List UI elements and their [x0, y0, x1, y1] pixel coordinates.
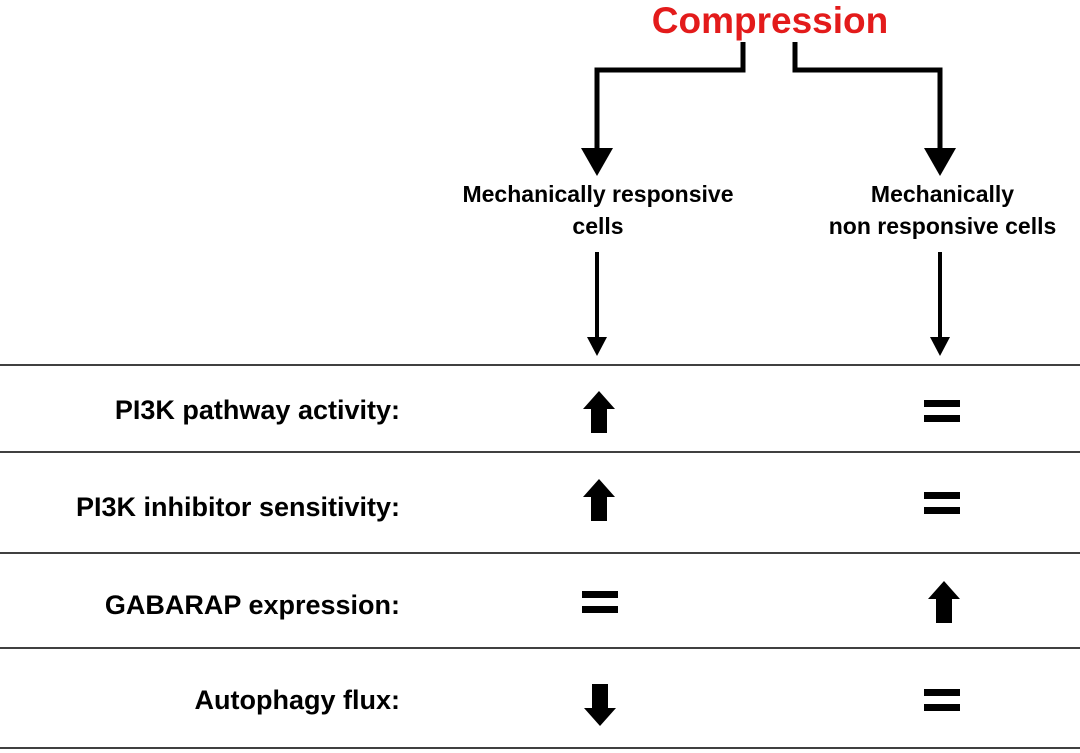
branch-right-connector — [792, 42, 943, 150]
row-label-autophagy: Autophagy flux: — [194, 685, 400, 715]
row-label-pi3k-activity: PI3K pathway activity: — [114, 395, 400, 425]
down-arrow-icon — [584, 684, 616, 726]
up-arrow-icon — [928, 581, 960, 623]
equals-icon — [924, 492, 960, 514]
equals-icon — [924, 689, 960, 711]
equals-icon — [924, 400, 960, 422]
up-arrow-icon — [583, 479, 615, 521]
branch-right-arrowhead — [924, 148, 956, 176]
up-arrow-icon — [583, 391, 615, 433]
diagram-title: Compression — [651, 0, 889, 41]
row-label-pi3k-inhibitor: PI3K inhibitor sensitivity: — [75, 492, 400, 522]
column-arrow-right-head — [930, 337, 950, 356]
row-label-gabarap: GABARAP expression: — [104, 590, 400, 620]
column-header-line: non responsive cells — [828, 213, 1057, 239]
column-arrow-left-head — [587, 337, 607, 356]
equals-icon — [582, 591, 618, 613]
column-header-responsive: Mechanically responsive cells — [418, 178, 778, 242]
column-header-line: Mechanically — [870, 181, 1015, 207]
branch-left-connector — [594, 42, 746, 150]
column-header-line: Mechanically responsive — [462, 181, 734, 207]
column-header-non-responsive: Mechanically non responsive cells — [800, 178, 1080, 242]
branch-left-arrowhead — [581, 148, 613, 176]
column-header-line: cells — [572, 213, 624, 239]
